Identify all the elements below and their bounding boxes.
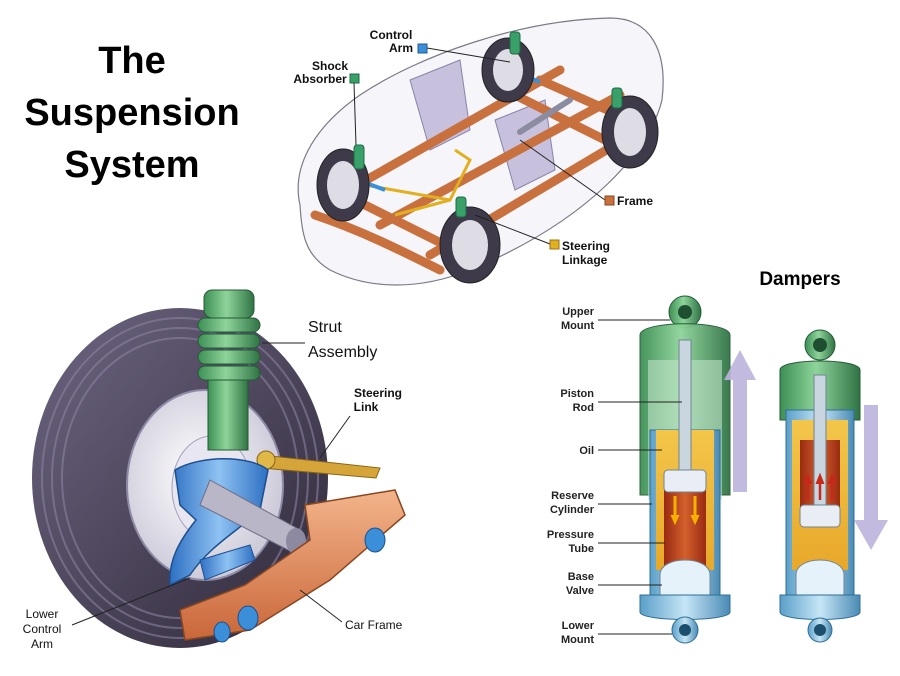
- car-wheel-front-right: [439, 206, 501, 284]
- label-base-valve-line-1: Base: [568, 571, 594, 583]
- label-shock-absorber-line-2: Absorber: [293, 72, 347, 86]
- lower-control-arm: [169, 458, 269, 587]
- car-wheel-rear-left: [481, 37, 535, 103]
- label-pressure-tube-line-1: Pressure: [547, 529, 594, 541]
- title: The Suspension System: [24, 40, 239, 186]
- extension-arrow-icon: [724, 350, 756, 492]
- swatch-control-arm: [417, 43, 428, 54]
- damper-right: [779, 329, 861, 643]
- label-pressure-tube-line-2: Tube: [569, 543, 594, 555]
- label-lower-mount-line-2: Mount: [561, 634, 594, 646]
- label-strut-assembly-line-2: Assembly: [308, 344, 377, 361]
- damper-left: [639, 295, 731, 644]
- label-piston-rod-line-2: Rod: [573, 402, 594, 414]
- label-steering-linkage-line-1: Steering: [562, 239, 610, 253]
- swatch-steering-linkage: [549, 239, 560, 250]
- label-strut-assembly-line-1: Strut: [308, 319, 342, 336]
- label-oil: Oil: [579, 445, 594, 457]
- car-wheel-rear-right: [601, 95, 659, 169]
- label-upper-mount-line-1: Upper: [562, 306, 595, 318]
- label-upper-mount-line-2: Mount: [561, 320, 594, 332]
- dampers-heading: Dampers: [759, 269, 840, 290]
- strut-assembly: [197, 289, 261, 451]
- label-steering-link-line-1: Steering: [354, 386, 402, 400]
- label-lower-control-arm-line-3: Arm: [31, 637, 53, 651]
- dampers-illustration: Dampers: [547, 269, 888, 646]
- swatch-frame: [604, 195, 615, 206]
- label-steering-link-line-2: Link: [354, 400, 379, 414]
- title-line-2: Suspension: [24, 92, 239, 134]
- label-reserve-cylinder-line-2: Cylinder: [550, 504, 595, 516]
- label-steering-linkage-line-2: Linkage: [562, 253, 608, 267]
- label-frame: Frame: [617, 194, 653, 208]
- car-chassis-illustration: Control Arm Shock Absorber Frame Steerin…: [293, 17, 664, 286]
- label-lower-control-arm-line-1: Lower: [26, 607, 59, 621]
- wheel-strut-illustration: Strut Assembly Steering Link Lower Contr…: [23, 289, 406, 651]
- label-lower-control-arm-line-2: Control: [23, 622, 62, 636]
- label-lower-mount-line-1: Lower: [562, 620, 595, 632]
- title-line-1: The: [98, 40, 166, 82]
- label-reserve-cylinder-line-1: Reserve: [551, 490, 594, 502]
- label-control-arm-line-1: Control: [370, 28, 413, 42]
- swatch-shock-absorber: [349, 73, 360, 84]
- label-base-valve-line-2: Valve: [566, 585, 594, 597]
- label-control-arm-line-2: Arm: [389, 41, 413, 55]
- compression-arrow-icon: [854, 405, 888, 550]
- label-shock-absorber-line-1: Shock: [312, 59, 348, 73]
- title-line-3: System: [64, 144, 199, 186]
- label-car-frame: Car Frame: [345, 618, 403, 632]
- label-piston-rod-line-1: Piston: [560, 388, 594, 400]
